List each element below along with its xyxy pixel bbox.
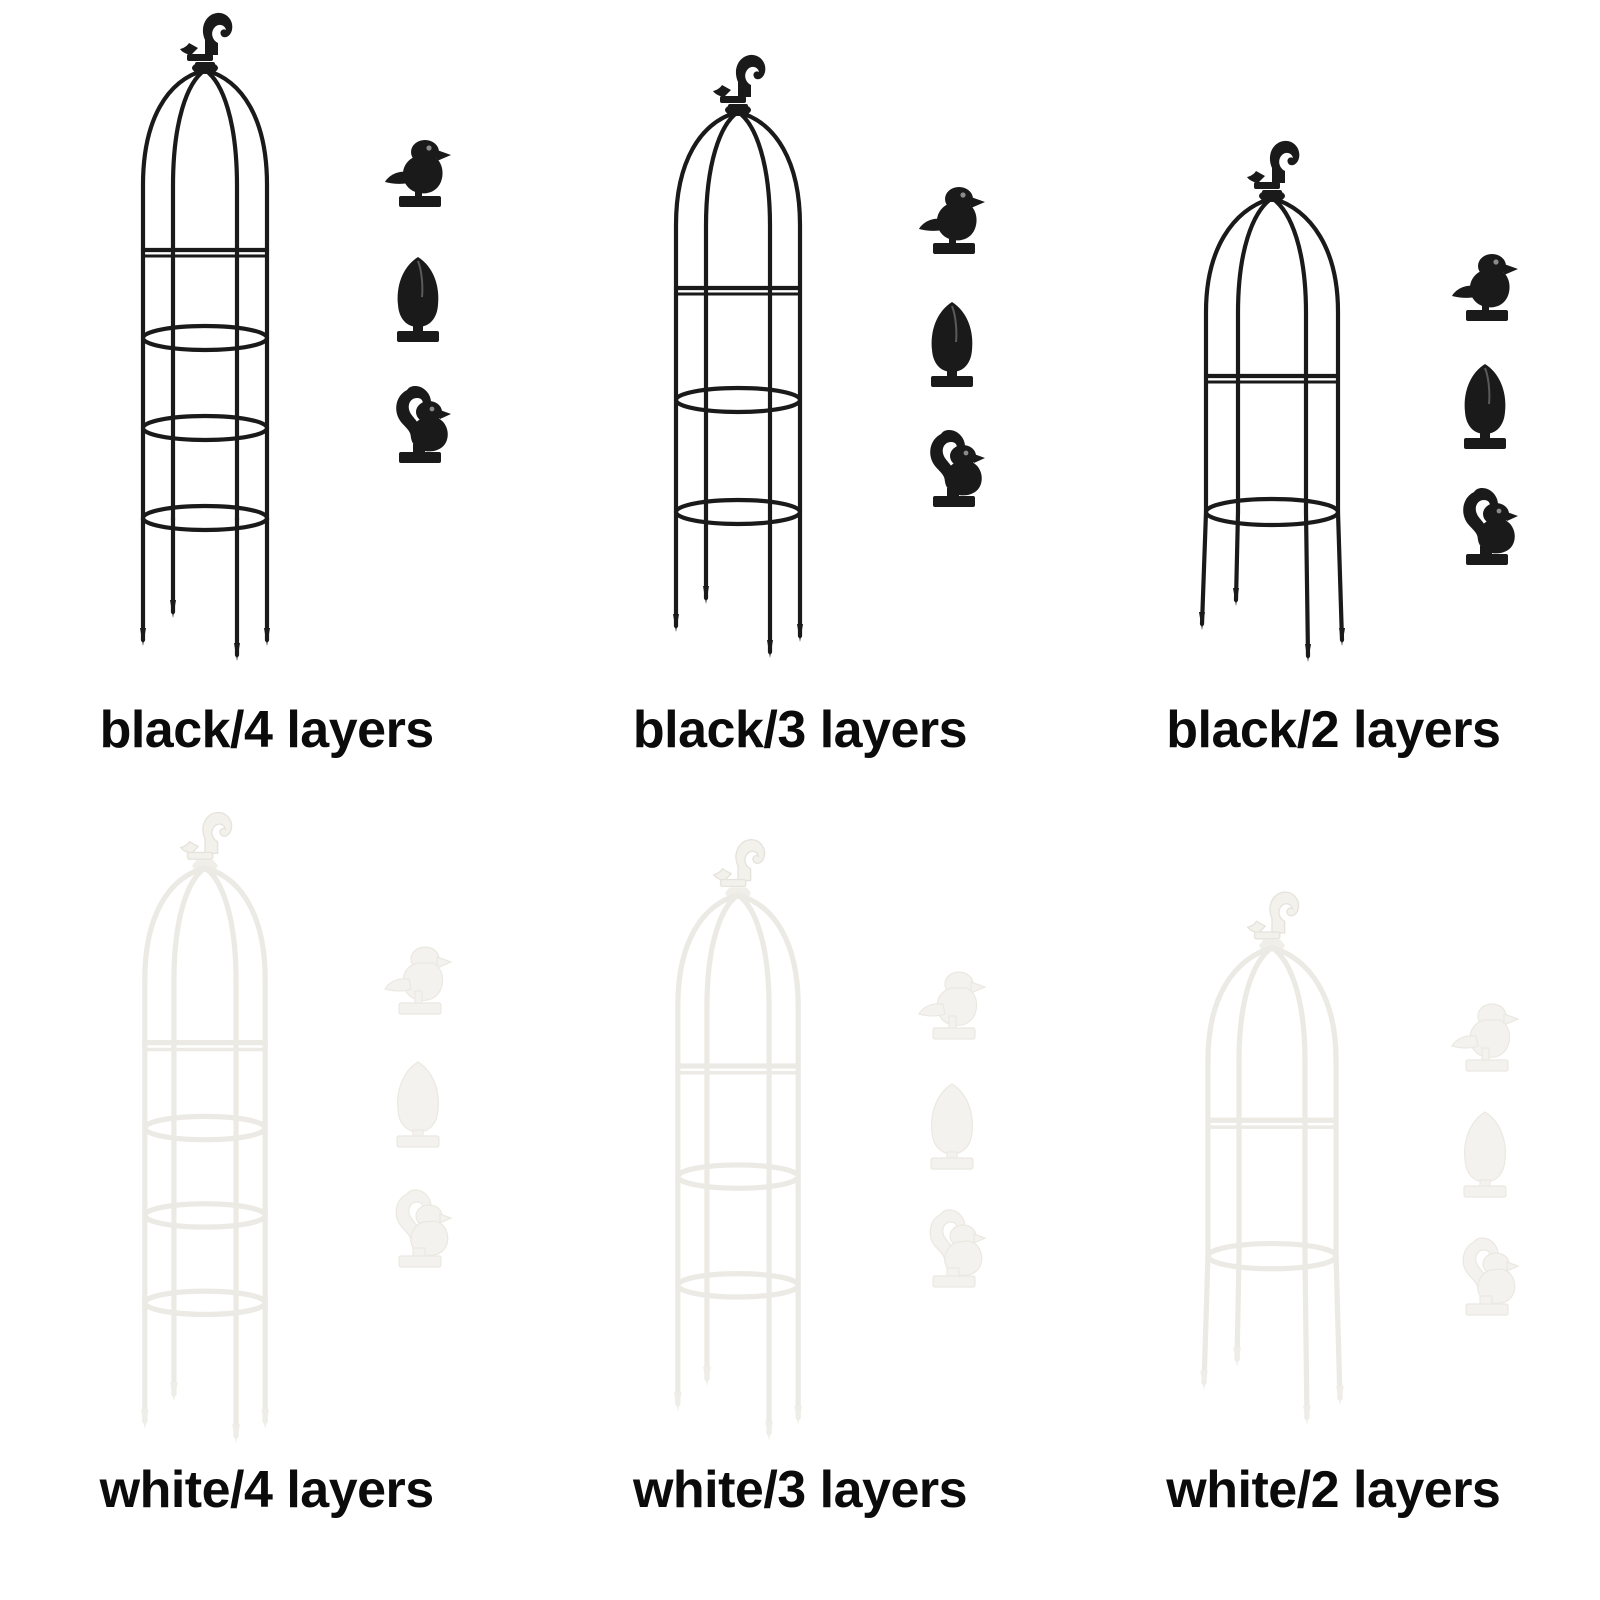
trellis-black-2 (1107, 0, 1437, 690)
accessory-group-black-3 (867, 0, 1037, 690)
trellis-svg (673, 54, 804, 658)
trellis-ring (142, 1113, 268, 1143)
accessory-squirrel-finial (363, 1172, 473, 1282)
trellis-svg (1199, 891, 1344, 1426)
accessory-group-black-4 (333, 0, 503, 690)
accessory-bird-finial (363, 925, 473, 1035)
variant-cell-white-4[interactable]: white/4 layers (0, 800, 533, 1600)
trellis-ring (675, 1271, 802, 1300)
squirrel-finial-icon (1246, 891, 1299, 940)
trellis-ring (140, 503, 270, 533)
accessory-acorn-finial (1430, 352, 1540, 462)
accessory-acorn-finial (363, 1050, 473, 1160)
accessory-acorn-finial (897, 290, 1007, 400)
trellis-black-3 (573, 0, 903, 690)
variant-cell-white-3[interactable]: white/3 layers (533, 800, 1066, 1600)
accessory-acorn-finial (363, 245, 473, 355)
accessory-bird-finial (897, 165, 1007, 275)
accessory-group-white-4 (333, 800, 503, 1450)
trellis-svg (140, 811, 270, 1444)
squirrel-finial-icon (712, 839, 766, 888)
trellis-ring (674, 285, 803, 296)
variant-caption: white/3 layers (632, 1461, 968, 1519)
variant-cell-white-2[interactable]: white/2 layers (1067, 800, 1600, 1600)
variant-cell-black-4[interactable]: black/4 layers (0, 0, 533, 800)
trellis-white-4 (40, 800, 370, 1450)
accessory-group-black-2 (1400, 0, 1570, 690)
variant-caption: black/3 layers (632, 701, 968, 759)
variant-caption: black/2 layers (1166, 701, 1501, 759)
accessory-bird-finial (1430, 982, 1540, 1092)
trellis-ring (1204, 1117, 1339, 1129)
accessory-bird-finial (897, 950, 1007, 1060)
trellis-black-4 (40, 0, 370, 690)
variant-image-black-4 (0, 0, 533, 690)
accessory-squirrel-finial (1430, 470, 1540, 580)
trellis-ring (675, 1063, 802, 1075)
variant-image-black-2 (1067, 0, 1600, 690)
accessory-squirrel-finial (1430, 1220, 1540, 1330)
trellis-ring (142, 1288, 268, 1318)
accessory-squirrel-finial (897, 1192, 1007, 1302)
variant-image-black-3 (533, 0, 1066, 690)
trellis-ring (1203, 496, 1340, 528)
squirrel-finial-icon (180, 12, 233, 61)
trellis-svg (140, 12, 270, 661)
variant-image-white-3 (533, 800, 1066, 1450)
accessory-squirrel-finial (897, 412, 1007, 522)
trellis-ring (142, 1040, 268, 1052)
trellis-svg (674, 839, 803, 1441)
squirrel-finial-icon (179, 811, 233, 860)
trellis-svg (1198, 140, 1345, 662)
squirrel-finial-icon (713, 54, 766, 103)
trellis-ring (674, 497, 803, 527)
variant-caption: white/2 layers (1166, 1461, 1501, 1519)
trellis-ring (674, 385, 803, 415)
trellis-ring (675, 1162, 802, 1191)
accessory-bird-finial (1430, 232, 1540, 342)
variant-caption: white/4 layers (99, 1461, 435, 1519)
variant-image-white-4 (0, 800, 533, 1450)
accessory-group-white-3 (867, 800, 1037, 1450)
trellis-ring (1203, 373, 1340, 384)
trellis-white-3 (573, 800, 903, 1450)
accessory-squirrel-finial (363, 368, 473, 478)
accessory-acorn-finial (1430, 1100, 1540, 1210)
trellis-ring (140, 413, 270, 443)
variant-cell-black-2[interactable]: black/2 layers (1067, 0, 1600, 800)
trellis-ring (1204, 1240, 1339, 1272)
variant-cell-black-3[interactable]: black/3 layers (533, 0, 1066, 800)
variant-caption: black/4 layers (99, 701, 435, 759)
squirrel-finial-icon (1246, 140, 1299, 189)
variant-image-white-2 (1067, 800, 1600, 1450)
trellis-ring (140, 247, 270, 258)
trellis-ring (140, 323, 270, 353)
trellis-white-2 (1107, 800, 1437, 1450)
trellis-ring (142, 1201, 268, 1230)
accessory-bird-finial (363, 118, 473, 228)
accessory-acorn-finial (897, 1072, 1007, 1182)
accessory-group-white-2 (1400, 800, 1570, 1450)
